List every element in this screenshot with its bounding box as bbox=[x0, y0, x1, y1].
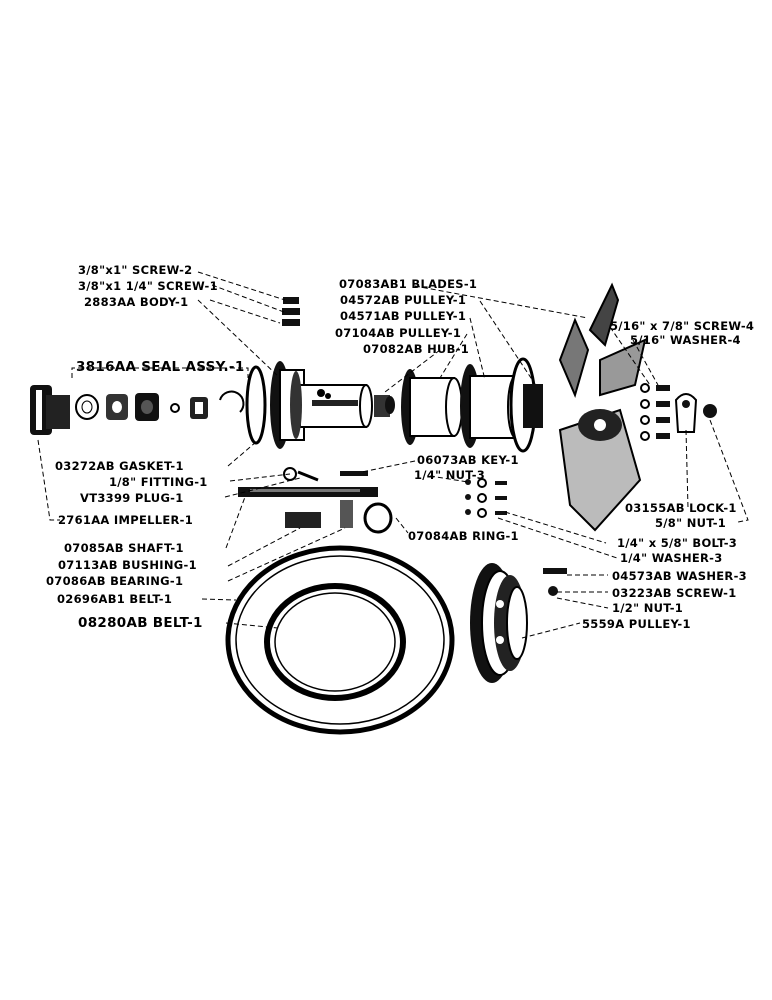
label-belt-02696: 02696AB1 BELT-1 bbox=[57, 592, 172, 606]
belt-02696-part bbox=[225, 545, 455, 735]
label-plug: VT3399 PLUG-1 bbox=[80, 491, 184, 505]
shaft-part bbox=[238, 487, 378, 497]
key-fitting-plug bbox=[283, 467, 368, 482]
label-pulley-04572: 04572AB PULLEY-1 bbox=[340, 293, 466, 307]
seal-assembly-parts bbox=[75, 390, 245, 421]
bushing-bearing-part bbox=[285, 500, 353, 528]
label-ring: 07084AB RING-1 bbox=[408, 529, 519, 543]
label-seal-assy: 3816AA SEAL ASSY.-1 bbox=[76, 359, 245, 375]
hub-part bbox=[374, 395, 395, 417]
gasket-part bbox=[245, 365, 267, 445]
pulley-5559-part bbox=[470, 563, 528, 683]
part-labels: 3/8"x1" SCREW-2 3/8"x1 1/4" SCREW-1 2883… bbox=[46, 263, 754, 631]
lock-and-nut-part bbox=[674, 393, 717, 433]
label-nut-5-8: 5/8" NUT-1 bbox=[655, 516, 726, 530]
label-screw-4: 5/16" x 7/8" SCREW-4 bbox=[610, 319, 754, 333]
label-fitting: 1/8" FITTING-1 bbox=[109, 475, 208, 489]
label-lock: 03155AB LOCK-1 bbox=[625, 501, 737, 515]
fan-blades-part bbox=[558, 282, 647, 532]
label-hub: 07082AB HUB-1 bbox=[363, 342, 469, 356]
fan-screws-washers bbox=[640, 383, 670, 441]
label-washer-04573: 04573AB WASHER-3 bbox=[612, 569, 747, 583]
ring-part bbox=[363, 502, 393, 534]
label-blades: 07083AB1 BLADES-1 bbox=[339, 277, 477, 291]
label-gasket: 03272AB GASKET-1 bbox=[55, 459, 184, 473]
pulley-04572-part bbox=[509, 357, 543, 453]
label-bushing: 07113AB BUSHING-1 bbox=[58, 558, 197, 572]
leader-lines bbox=[37, 271, 749, 639]
label-bolt-3: 1/4" x 5/8" BOLT-3 bbox=[617, 536, 737, 550]
label-key: 06073AB KEY-1 bbox=[417, 453, 519, 467]
label-impeller: 2761AA IMPELLER-1 bbox=[58, 513, 193, 527]
label-nut-half: 1/2" NUT-1 bbox=[612, 601, 683, 615]
label-pulley-5559: 5559A PULLEY-1 bbox=[582, 617, 691, 631]
label-nut-3: 1/4" NUT-3 bbox=[414, 468, 485, 482]
small-bolts-nuts bbox=[465, 478, 507, 518]
label-body: 2883AA BODY-1 bbox=[84, 295, 188, 309]
label-washer-4: 5/16" WASHER-4 bbox=[630, 333, 741, 347]
impeller-part bbox=[30, 385, 70, 435]
label-screw-1: 3/8"x1 1/4" SCREW-1 bbox=[78, 279, 218, 293]
label-screw-03223: 03223AB SCREW-1 bbox=[612, 586, 737, 600]
label-bearing: 07086AB BEARING-1 bbox=[46, 574, 183, 588]
label-shaft: 07085AB SHAFT-1 bbox=[64, 541, 184, 555]
body-screws bbox=[282, 297, 300, 326]
pulley-screw-nut bbox=[543, 568, 567, 596]
label-washer-3-quarter: 1/4" WASHER-3 bbox=[620, 551, 723, 565]
label-pulley-04571: 04571AB PULLEY-1 bbox=[340, 309, 466, 323]
label-pulley-07104: 07104AB PULLEY-1 bbox=[335, 326, 461, 340]
label-screw-2: 3/8"x1" SCREW-2 bbox=[78, 263, 193, 277]
pump-body-part bbox=[270, 361, 373, 449]
label-belt-08280: 08280AB BELT-1 bbox=[78, 615, 203, 631]
pulley-07104-part bbox=[401, 369, 463, 445]
belt-08280-part bbox=[264, 583, 406, 701]
